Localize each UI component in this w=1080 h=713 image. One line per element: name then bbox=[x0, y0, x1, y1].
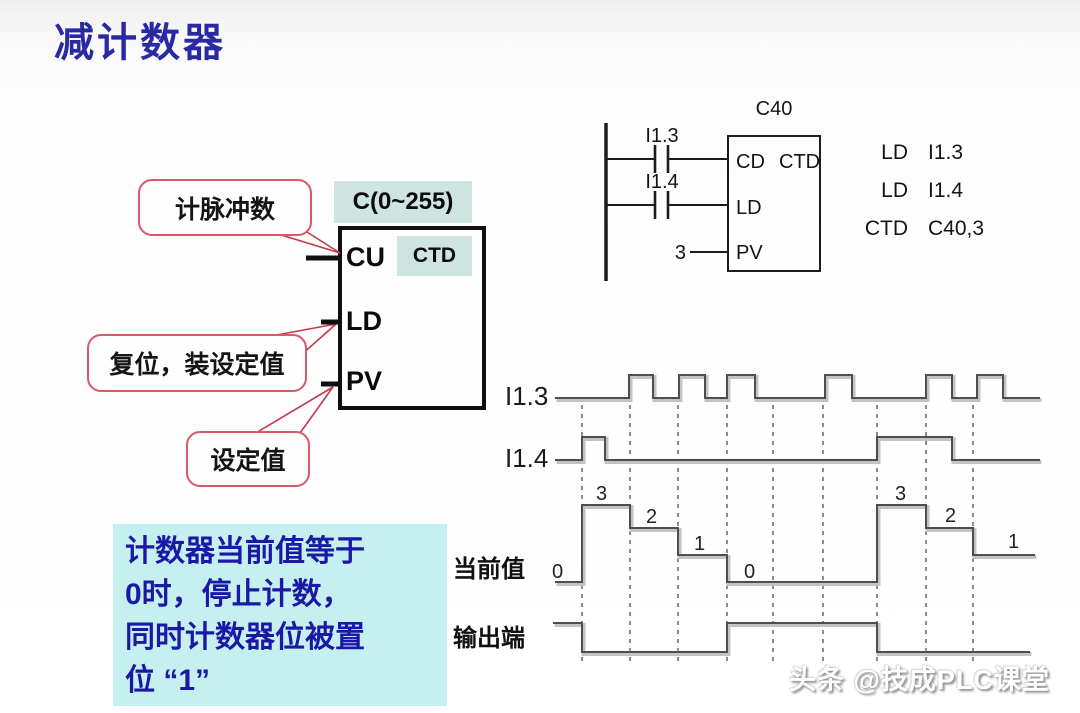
instruction-row: CTD C40,3 bbox=[858, 210, 984, 248]
i14-trace-shadow bbox=[556, 437, 1042, 464]
i14-trace bbox=[555, 436, 1040, 461]
instruction-op: LD bbox=[881, 141, 908, 164]
timing-diagram: I1.3 I1.4 当前值 输出端 0 3 2 1 0 3 2 1 bbox=[453, 374, 1042, 661]
i13-trace bbox=[555, 374, 1040, 399]
instruction-op: LD bbox=[881, 179, 908, 202]
output-trace-shadow bbox=[554, 623, 1032, 656]
pin-label-pv: PV bbox=[346, 366, 383, 396]
current-value-number: 3 bbox=[596, 483, 607, 505]
current-value-number: 2 bbox=[945, 505, 956, 527]
ladder-ctd-label: CTD bbox=[779, 151, 820, 173]
counter-block-box bbox=[338, 226, 486, 410]
ladder-counter-name: C40 bbox=[756, 98, 793, 120]
note-line: 位 “1” bbox=[125, 664, 211, 697]
instruction-arg: I1.3 bbox=[928, 141, 964, 164]
callout-preset-value: 设定值 bbox=[186, 431, 310, 487]
timing-value-marks: 0 3 2 1 0 3 2 1 bbox=[552, 483, 1019, 583]
instruction-row: LD I1.3 bbox=[858, 134, 984, 172]
i13-trace-shadow bbox=[556, 375, 1042, 402]
page-title: 减计数器 bbox=[54, 19, 226, 66]
note-box: 计数器当前值等于 0时，停止计数， 同时计数器位被置 位 “1” bbox=[113, 524, 447, 706]
contact2-label: I1.4 bbox=[645, 171, 678, 193]
current-value-number: 1 bbox=[694, 533, 705, 555]
current-value-trace-shadow bbox=[556, 505, 1037, 586]
contact1-label: I1.3 bbox=[645, 125, 678, 147]
instruction-arg: I1.4 bbox=[928, 179, 964, 202]
output-label: 输出端 bbox=[453, 624, 525, 652]
current-value-number: 0 bbox=[744, 561, 755, 583]
signal-label-i14: I1.4 bbox=[505, 443, 548, 473]
pin-label-cu: CU bbox=[346, 242, 385, 272]
current-value-label: 当前值 bbox=[453, 555, 525, 583]
ladder-counter-box bbox=[727, 135, 821, 272]
ladder-ld-label: LD bbox=[736, 197, 762, 219]
output-trace bbox=[553, 622, 1030, 653]
ladder-diagram: I1.3 I1.4 3 C40 CD CTD LD PV bbox=[604, 98, 821, 281]
note-line: 计数器当前值等于 bbox=[125, 535, 365, 568]
instruction-list: LD I1.3 LD I1.4 CTD C40,3 bbox=[858, 134, 984, 248]
pv-constant: 3 bbox=[675, 242, 686, 264]
note-line: 同时计数器位被置 bbox=[125, 621, 365, 654]
counter-type-label: CTD bbox=[397, 236, 472, 276]
watermark: 头条 @技成PLC课堂 bbox=[789, 665, 1050, 695]
counter-range-label: C(0~255) bbox=[334, 181, 472, 223]
instruction-row: LD I1.4 bbox=[858, 172, 984, 210]
signal-label-i13: I1.3 bbox=[505, 381, 548, 411]
current-value-trace bbox=[555, 504, 1035, 583]
current-value-number: 2 bbox=[646, 506, 657, 528]
instruction-op: CTD bbox=[864, 217, 908, 240]
pin-label-ld: LD bbox=[346, 306, 382, 336]
current-value-number: 3 bbox=[895, 483, 906, 505]
callout-count-pulses: 计脉冲数 bbox=[138, 179, 312, 236]
callout-reset-load: 复位，装设定值 bbox=[87, 334, 307, 392]
ladder-pv-label: PV bbox=[736, 242, 763, 264]
instruction-arg: C40,3 bbox=[928, 217, 985, 240]
current-value-number: 1 bbox=[1008, 531, 1019, 553]
ladder-cd-label: CD bbox=[736, 151, 765, 173]
current-value-number: 0 bbox=[552, 561, 563, 583]
note-line: 0时，停止计数， bbox=[125, 578, 352, 611]
